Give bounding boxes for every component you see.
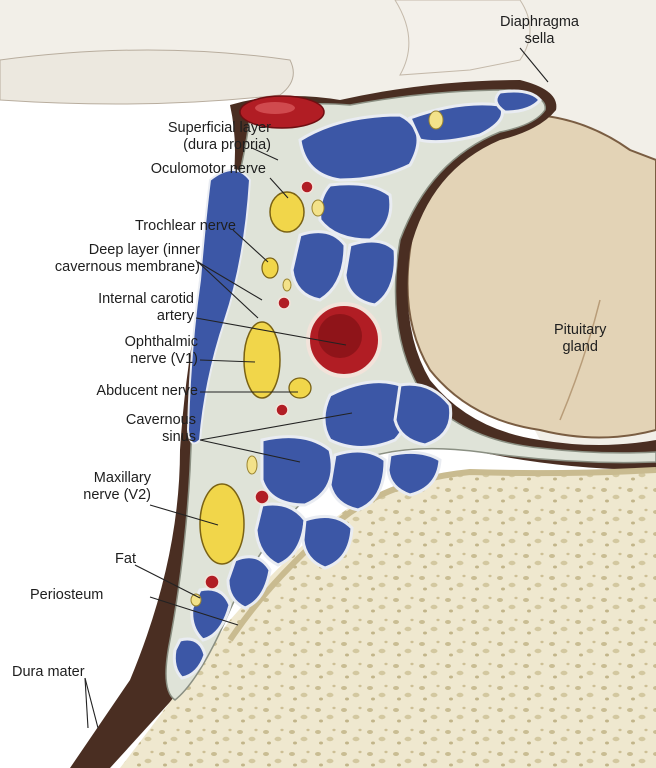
label-line: Maxillary [93,470,151,486]
leader-trochlear [232,229,269,263]
oculomotor-nerve-shape [269,191,305,233]
label-line: Fat [115,551,136,567]
label-internal-carotid-artery: Internal carotid artery [98,291,194,325]
fat-deposits [190,110,444,607]
label-line: Trochlear nerve [134,218,236,234]
label-line: Abducent nerve [96,383,198,399]
label-trochlear-nerve: Trochlear nerve [135,218,236,235]
leader-fat [134,564,201,599]
label-maxillary-nerve: Maxillary nerve (V2) [83,470,151,504]
fat-deposit [311,199,325,217]
label-line: Superficial layer [167,120,271,136]
leader-sinus-b [199,439,301,463]
venous-chamber [386,450,442,497]
venous-chamber [318,182,393,242]
venous-chamber [298,113,420,182]
leader-dura-b [84,677,99,729]
leader-sinus-a [199,412,353,441]
maxillary-nerve-shape [199,483,245,565]
small-vessel [254,489,270,505]
venous-chamber [254,502,307,567]
leader-superficial [251,147,279,161]
venous-chamber [343,239,397,307]
venous-chamber [393,382,453,447]
label-cavernous-sinus: Cavernous sinus [126,412,196,446]
label-dura-mater: Dura mater [12,664,85,681]
label-line: sella [524,31,555,47]
vessel-highlight [255,102,295,114]
leader-maxillary [149,504,219,526]
label-line: artery [156,308,194,324]
upper-brain-shape [394,0,531,76]
leader-deep-a [197,261,263,301]
label-fat: Fat [115,551,136,568]
venous-chambers [172,89,542,680]
venous-chamber [328,449,387,512]
label-oculomotor-nerve: Oculomotor nerve [151,161,266,178]
carotid-lumen [318,314,362,358]
venous-chamber [172,637,207,680]
fat-deposit [282,278,292,292]
leader-dura-a [84,677,89,729]
venous-chamber [494,89,542,114]
label-line: Deep layer (inner [88,242,200,258]
label-abducent-nerve: Abducent nerve [96,383,198,400]
label-line: Oculomotor nerve [150,161,266,177]
label-line: nerve (V2) [83,487,151,503]
small-vessel [275,403,289,417]
leader-oculomotor [269,177,289,199]
label-superficial-layer: Superficial layer (dura propria) [168,120,271,154]
fat-deposit [246,455,258,475]
label-line: Ophthalmic [124,334,198,350]
label-line: sinus [162,429,196,445]
venous-chamber [290,230,347,302]
ophthalmic-nerve-shape [243,321,281,399]
label-diaphragma-sella: Diaphragma sella [500,14,579,48]
venous-chamber [322,380,408,449]
gland-contour [559,299,601,421]
venous-chamber [301,514,354,570]
label-line: Cavernous [125,412,196,428]
label-line: gland [562,339,598,355]
leader-lines [84,47,549,729]
label-line: Periosteum [30,587,104,603]
leader-deep-b [197,261,259,319]
venous-chamber [226,555,272,610]
label-line: cavernous membrane) [54,259,200,275]
small-vessel [300,180,314,194]
small-vessel [277,296,291,310]
label-periosteum: Periosteum [30,587,103,604]
leader-ophthalmic [199,359,256,363]
label-ophthalmic-nerve: Ophthalmic nerve (V1) [125,334,198,368]
label-line: Internal carotid [98,291,194,307]
label-line: nerve (V1) [130,351,198,367]
temporal-lobe-shape [0,49,294,105]
small-vessel [204,574,220,590]
label-pituitary-gland: Pituitary gland [554,322,606,356]
label-line: Dura mater [12,664,85,680]
label-line: Diaphragma [500,14,579,30]
fat-deposit [428,110,444,130]
sphenoid-bone [120,470,656,768]
abducent-nerve-shape [288,377,312,399]
leader-periosteum [149,596,239,626]
leader-diaphragma [519,47,549,83]
label-deep-layer: Deep layer (inner cavernous membrane) [55,242,200,276]
venous-chamber [260,435,334,507]
leader-carotid [195,317,347,346]
label-line: (dura propria) [183,137,271,153]
label-line: Pituitary [554,322,607,338]
trochlear-nerve-shape [261,257,279,279]
